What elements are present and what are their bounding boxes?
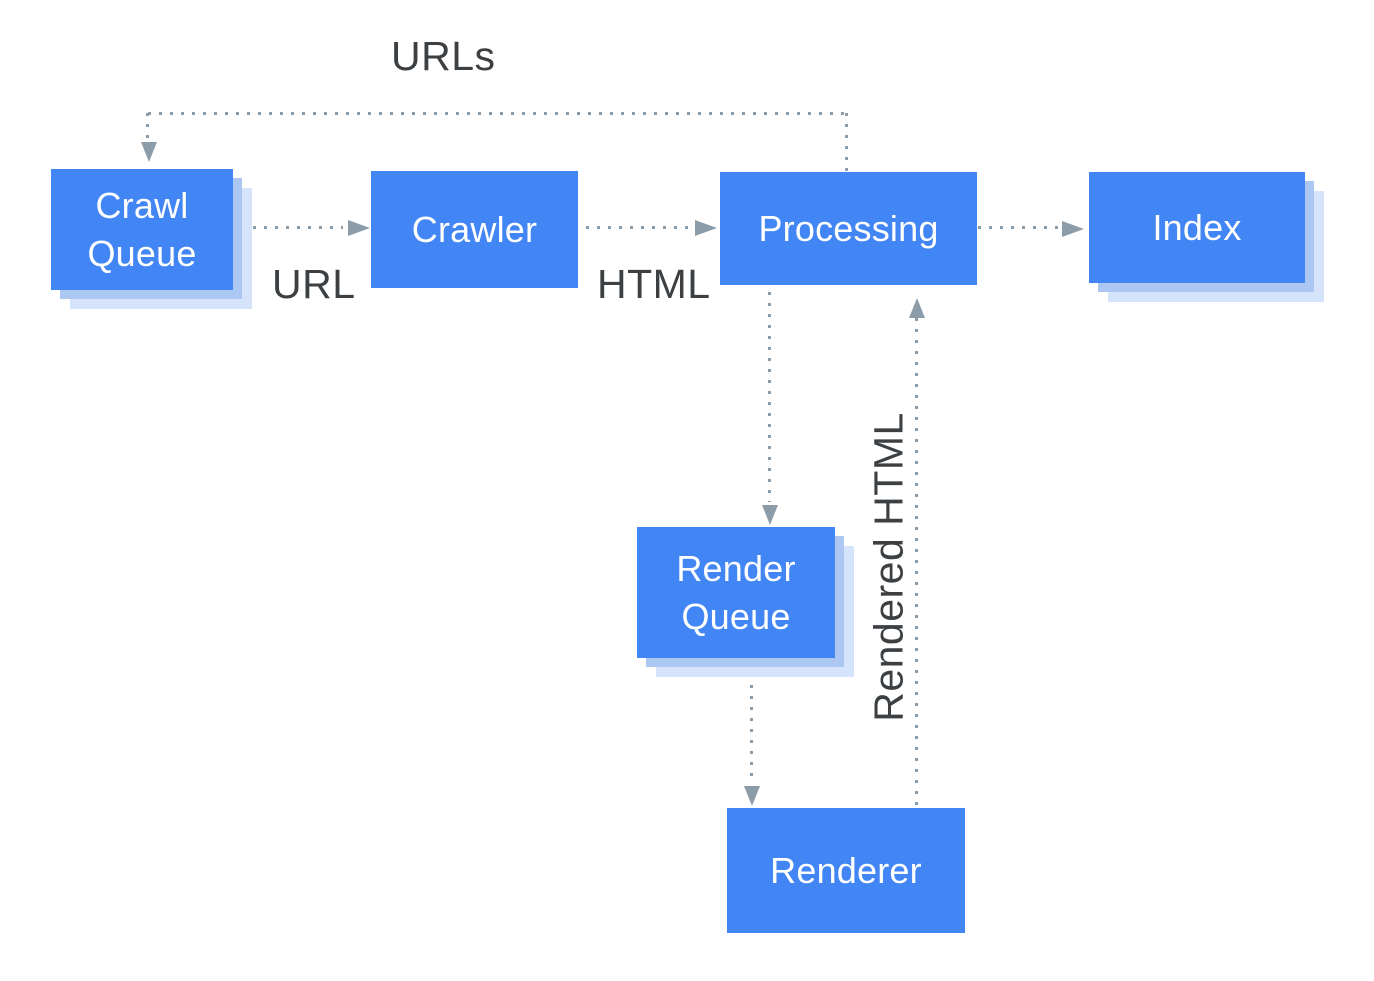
edge-renderer-to-processing-line [915, 318, 918, 808]
edge-processing-to-index-line [978, 226, 1058, 229]
edge-processing-to-crawl-queue-line [146, 113, 149, 143]
node-render-queue: Render Queue [637, 527, 835, 658]
arrowhead-up-icon [909, 298, 925, 318]
node-renderer: Renderer [727, 808, 965, 933]
arrowhead-right-icon [348, 220, 370, 236]
edge-processing-to-crawl-queue-line [148, 112, 848, 115]
node-renderer-label: Renderer [770, 849, 922, 891]
edge-label-html: HTML [597, 261, 711, 307]
node-index: Index [1089, 172, 1305, 283]
edge-label-urls: URLs [391, 33, 496, 79]
node-processing: Processing [720, 172, 977, 285]
arrowhead-right-icon [1062, 221, 1084, 237]
arrowhead-right-icon [695, 220, 717, 236]
node-processing-label: Processing [758, 207, 939, 249]
arrowhead-down-icon [744, 786, 760, 806]
edge-processing-to-render-queue-line [768, 292, 771, 502]
edge-label-rendered-html: Rendered HTML [865, 412, 912, 722]
edge-crawl-queue-to-crawler-line [253, 226, 343, 229]
edge-render-queue-to-renderer-line [750, 674, 753, 784]
node-crawl-queue-label: Crawl Queue [87, 184, 197, 274]
edge-processing-to-crawl-queue-line [845, 113, 848, 171]
arrowhead-down-icon [141, 142, 157, 162]
edge-crawler-to-processing-line [586, 226, 692, 229]
node-crawl-queue: Crawl Queue [51, 169, 233, 290]
arrowhead-down-icon [762, 505, 778, 525]
edge-label-url: URL [272, 261, 356, 307]
node-index-label: Index [1152, 206, 1242, 248]
node-render-queue-label: Render Queue [676, 547, 796, 637]
node-crawler: Crawler [371, 171, 578, 288]
node-crawler-label: Crawler [411, 208, 538, 250]
